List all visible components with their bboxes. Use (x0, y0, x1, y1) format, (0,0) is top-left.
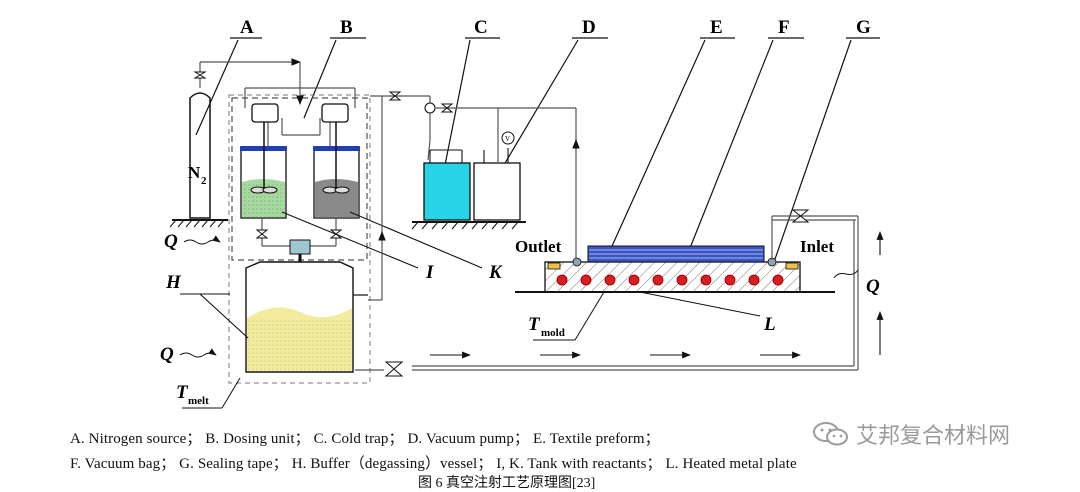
label-Q-melt: Q (160, 344, 174, 365)
heater-7 (700, 274, 712, 286)
inlet-label: Inlet (800, 237, 834, 256)
vacuum-pump: V (473, 131, 521, 221)
heater-3 (604, 274, 616, 286)
gauge-icon (501, 131, 515, 145)
vacuum-injection-diagram: A B C D E F G N 2 (160, 17, 884, 409)
label-D: D (582, 17, 596, 38)
n2-subscript: 2 (201, 175, 207, 187)
label-D-group: D (494, 17, 608, 181)
tank-I (240, 103, 287, 219)
label-T-mold: T (528, 314, 541, 335)
heat-arrow-dosing (183, 235, 221, 245)
buffer-vessel (245, 261, 368, 373)
caption-line-2: F. Vacuum bag； G. Sealing tape； H. Buffe… (70, 456, 797, 472)
heater-2 (580, 274, 592, 286)
nitrogen-cylinder: N 2 (169, 58, 301, 228)
heater-5 (652, 274, 664, 286)
figure-caption-title: 图 6 真空注射工艺原理图[23] (418, 476, 596, 491)
three-way-valve (424, 102, 436, 114)
mold-assembly (515, 245, 835, 293)
outlet-label: Outlet (515, 237, 562, 256)
label-Q-dosing: Q (164, 231, 178, 252)
label-Q-mold: Q (866, 276, 880, 297)
dosing-unit-outer-box (228, 94, 371, 384)
label-I: I (425, 262, 434, 283)
label-C-group: C (442, 17, 500, 176)
cold-trap (423, 149, 471, 221)
label-mold-sub: mold (541, 327, 565, 339)
n2-label: N (188, 163, 201, 182)
gauge-label: V (505, 135, 510, 143)
label-G-group: G (773, 17, 880, 263)
watermark-text: 艾邦复合材料网 (856, 424, 1011, 449)
label-C: C (474, 17, 488, 38)
wechat-icon (813, 422, 848, 446)
heater-1 (556, 274, 568, 286)
heater-8 (724, 274, 736, 286)
label-B: B (340, 17, 353, 38)
heater-6 (676, 274, 688, 286)
label-K: K (488, 262, 503, 283)
label-H: H (165, 272, 182, 293)
tank-K (313, 103, 360, 219)
label-F: F (778, 17, 790, 38)
label-A: A (240, 17, 254, 38)
label-E-group: E (607, 17, 735, 256)
heat-arrow-mold (833, 269, 859, 279)
label-melt-sub: melt (188, 395, 209, 407)
label-F-group: F (689, 17, 804, 249)
caption-line-1: A. Nitrogen source； B. Dosing unit； C. C… (70, 431, 660, 447)
watermark: 艾邦复合材料网 (812, 418, 1010, 450)
feed-valve (384, 361, 404, 377)
label-G: G (856, 17, 871, 38)
label-E: E (710, 17, 723, 38)
heat-arrow-melt (179, 348, 217, 358)
label-B-group: B (303, 17, 366, 119)
heater-10 (772, 274, 784, 286)
label-T-melt: T (176, 382, 189, 403)
mix-head (289, 239, 311, 255)
label-L: L (763, 314, 776, 335)
label-A-group: A (195, 17, 262, 136)
heater-9 (748, 274, 760, 286)
heater-4 (628, 274, 640, 286)
